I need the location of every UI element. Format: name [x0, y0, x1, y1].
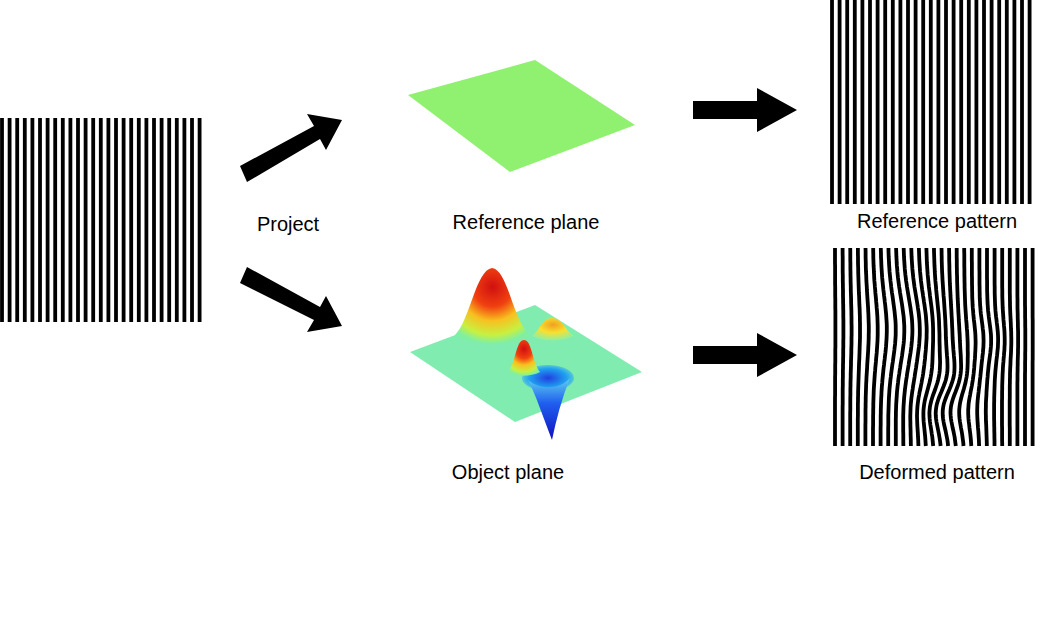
caption-label: Reference plane — [453, 210, 600, 234]
fringe-stripe — [160, 118, 164, 322]
fringe-stripe — [929, 0, 933, 204]
fringe-stripe — [873, 248, 878, 446]
fringe-stripe — [868, 0, 872, 204]
fringe-stripe — [850, 248, 851, 446]
fringe-stripe — [107, 118, 111, 322]
fringe-stripe — [144, 118, 148, 322]
reference-plane — [408, 60, 635, 172]
fringe-stripe — [76, 118, 80, 322]
fringe-stripe — [0, 118, 4, 322]
fringe-stripe — [858, 248, 860, 446]
fringe-stripe — [1023, 248, 1027, 446]
caption-label: Deformed pattern — [859, 460, 1015, 484]
fringe-stripe — [61, 118, 65, 322]
deformed-fringes — [835, 248, 1033, 446]
fringe-stripe — [937, 0, 941, 204]
fringe-stripe — [891, 0, 895, 204]
fringe-stripe — [31, 118, 35, 322]
fringe-stripe — [845, 0, 849, 204]
fringe-stripe — [23, 118, 27, 322]
fringe-stripe — [198, 118, 202, 322]
fringe-stripe — [921, 0, 925, 204]
fringe-stripe — [38, 118, 42, 322]
fringe-stripe — [861, 0, 865, 204]
project-arrow — [240, 114, 342, 182]
fringe-stripe — [91, 118, 95, 322]
fringe-stripe — [1020, 0, 1024, 204]
reference-fringes — [832, 0, 1030, 204]
capture-arrow — [693, 88, 797, 132]
fringe-stripe — [833, 248, 837, 446]
small-peak — [508, 340, 540, 376]
fringe-stripe — [53, 118, 57, 322]
fringe-stripe — [865, 248, 868, 446]
fringe-stripe — [883, 0, 887, 204]
fringe-stripe — [968, 248, 975, 446]
fringe-stripe — [1031, 248, 1035, 446]
fringe-stripe — [8, 118, 12, 322]
fringe-stripe — [906, 0, 910, 204]
fringe-stripe — [944, 0, 948, 204]
fringe-stripe — [15, 118, 19, 322]
fringe-stripe — [175, 118, 179, 322]
fringe-stripe — [114, 118, 118, 322]
caption-label: Object plane — [452, 460, 564, 484]
fringe-pattern — [2, 118, 200, 322]
fringe-stripe — [952, 0, 956, 204]
fringe-stripe — [853, 0, 857, 204]
fringe-stripe — [84, 118, 88, 322]
fringe-stripe — [838, 0, 842, 204]
fringe-stripe — [986, 248, 991, 446]
fringe-stripe — [99, 118, 103, 322]
fringe-stripe — [994, 248, 998, 446]
fringe-stripe — [977, 248, 983, 446]
fringe-stripe — [982, 0, 986, 204]
fringe-stripe — [152, 118, 156, 322]
peak — [455, 268, 530, 343]
fringe-stripe — [975, 0, 979, 204]
fringe-stripe — [841, 248, 846, 446]
object-plane — [410, 305, 642, 422]
fringe-stripe — [46, 118, 50, 322]
bump — [532, 318, 574, 341]
fringe-stripe — [967, 0, 971, 204]
fringe-stripe — [167, 118, 171, 322]
caption-label: Reference pattern — [857, 209, 1017, 233]
fringe-stripe — [1010, 248, 1012, 446]
fringe-stripe — [122, 118, 126, 322]
fringe-stripe — [129, 118, 133, 322]
fringe-stripe — [997, 0, 1001, 204]
fringe-stripe — [899, 0, 903, 204]
project-arrow — [240, 267, 342, 332]
fringe-stripe — [990, 0, 994, 204]
fringe-stripe — [1016, 248, 1020, 446]
fringe-stripe — [182, 118, 186, 322]
fringe-stripe — [943, 248, 955, 446]
fringe-stripe — [959, 0, 963, 204]
capture-arrow — [693, 333, 797, 377]
fringe-stripe — [1005, 0, 1009, 204]
fringe-stripe — [1028, 0, 1032, 204]
fringe-stripe — [1002, 248, 1005, 446]
caption-label: Project — [257, 212, 319, 236]
fringe-stripe — [830, 0, 834, 204]
fringe-stripe — [914, 0, 918, 204]
fringe-stripe — [190, 118, 194, 322]
fringe-stripe — [69, 118, 73, 322]
fringe-stripe — [876, 0, 880, 204]
fringe-stripe — [881, 248, 887, 446]
dip — [528, 378, 570, 440]
fringe-stripe — [1013, 0, 1017, 204]
fringe-stripe — [137, 118, 141, 322]
